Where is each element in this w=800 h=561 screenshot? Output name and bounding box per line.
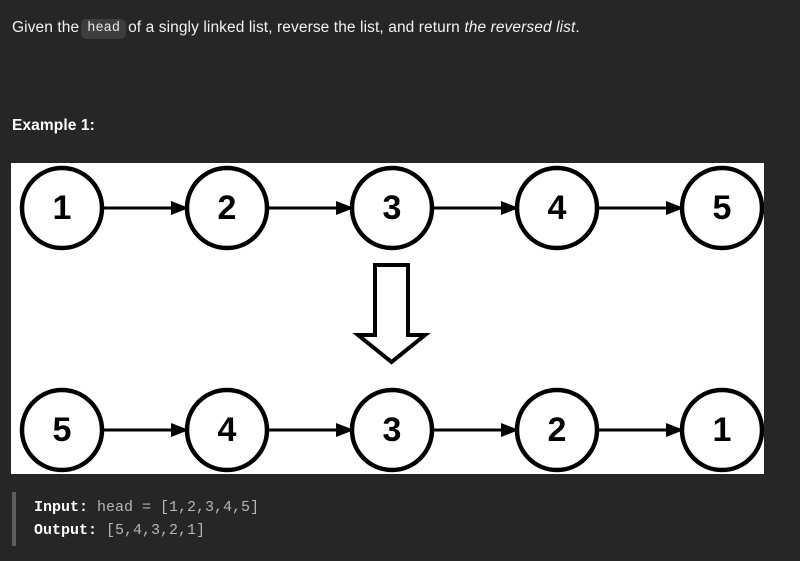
node-label-output-4: 1 (713, 411, 732, 449)
node-circle-input-4 (679, 165, 764, 251)
node-circle-output-0 (19, 387, 105, 473)
input-value: head = [1,2,3,4,5] (88, 499, 260, 516)
node-label-input-0: 1 (53, 189, 72, 227)
arrow-head-2-1 (666, 423, 684, 437)
node-label-input-3: 4 (548, 189, 567, 227)
arrow-head-5-4 (171, 423, 189, 437)
node-label-output-0: 5 (53, 411, 72, 449)
arrow-head-2-3 (336, 201, 354, 215)
description-text-before: Given the (12, 19, 80, 36)
output-value: [5,4,3,2,1] (97, 522, 206, 539)
node-circle-input-1 (184, 165, 270, 251)
node-label-input-2: 3 (383, 189, 402, 227)
node-circle-input-2 (349, 165, 435, 251)
input-label: Input: (34, 499, 89, 516)
arrow-head-1-2 (171, 201, 189, 215)
inline-code-head: head (81, 19, 127, 39)
output-label: Output: (34, 522, 98, 539)
linked-list-diagram: 1 2 3 4 5 5 4 (19, 165, 764, 473)
arrow-head-4-3 (336, 423, 354, 437)
node-label-output-2: 3 (383, 411, 402, 449)
node-circle-output-4 (679, 387, 764, 473)
arrow-head-3-2 (501, 423, 519, 437)
node-circle-input-0 (19, 165, 105, 251)
input-list-row: 1 2 3 4 5 (19, 165, 764, 251)
arrow-head-4-5 (666, 201, 684, 215)
node-circle-output-1 (184, 387, 270, 473)
example-diagram-panel: 1 2 3 4 5 5 4 (11, 163, 764, 474)
node-circle-input-3 (514, 165, 600, 251)
description-emphasis: the reversed list (464, 19, 576, 36)
output-list-row: 5 4 3 2 1 (19, 387, 764, 473)
arrow-head-3-4 (501, 201, 519, 215)
node-circle-output-2 (349, 387, 435, 473)
description-period: . (575, 19, 580, 36)
transform-down-arrow-icon (352, 263, 431, 365)
node-label-output-3: 2 (548, 411, 567, 449)
example-code-block: Input: head = [1,2,3,4,5] Output: [5,4,3… (12, 492, 788, 546)
node-label-input-4: 5 (713, 189, 732, 227)
description-text-after: of a singly linked list, reverse the lis… (128, 19, 460, 36)
output-row-arrows (102, 423, 684, 437)
node-circle-output-3 (514, 387, 600, 473)
node-label-input-1: 2 (218, 189, 237, 227)
input-row-arrows (102, 201, 684, 215)
example-heading: Example 1: (12, 117, 95, 134)
node-label-output-1: 4 (218, 411, 237, 449)
